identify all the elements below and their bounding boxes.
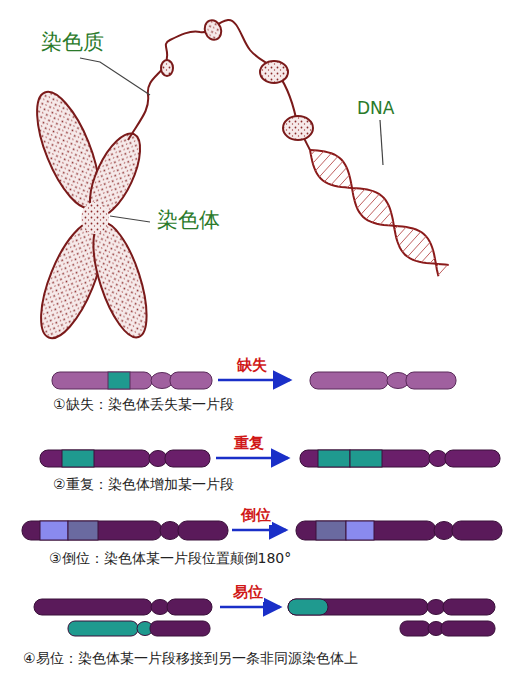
dna-rung: [373, 205, 389, 223]
dna-strand: [310, 150, 449, 265]
dna-rung: [399, 229, 414, 246]
dna-rung: [331, 168, 347, 185]
caption-text: ①缺失：染色体丢失某一片段: [52, 396, 235, 414]
dna-rung: [380, 212, 391, 224]
dna-rung: [430, 258, 435, 263]
chromosome-bar: [40, 450, 500, 467]
dna-rung: [438, 265, 447, 275]
dna-rung: [353, 188, 357, 192]
dna-rung: [355, 189, 365, 200]
caption-text: ④易位：染色体某一片段移接到另一条非同源染色体上: [22, 650, 359, 668]
process-label: 重复: [233, 434, 265, 453]
dna-rung: [319, 157, 337, 177]
process-label: 倒位: [240, 506, 272, 525]
dna-helix: [310, 150, 449, 276]
structure-label: 染色质: [40, 28, 105, 56]
structure-label: 染色体: [156, 206, 221, 234]
dna-rung: [339, 175, 349, 186]
dna-rung: [313, 151, 324, 163]
dna-rung: [414, 242, 430, 260]
caption-text: ②重复：染色体增加某一片段: [52, 476, 235, 494]
dna-strand: [310, 150, 438, 276]
dna-rung: [389, 221, 393, 226]
dna-rung: [396, 227, 406, 238]
structure-label: DNA: [356, 98, 395, 118]
dna-rung: [395, 226, 398, 229]
leader-line: [80, 58, 383, 222]
dna-rung: [403, 232, 421, 252]
dna-rung: [436, 264, 438, 267]
dna-rung: [325, 161, 343, 181]
dna-rung: [361, 194, 379, 214]
dna-rung: [357, 191, 372, 208]
dna-rung: [311, 150, 315, 155]
dna-rung: [366, 199, 384, 219]
process-label: 易位: [232, 583, 264, 602]
chromatin-fiber: [128, 18, 313, 150]
caption-text: ③倒位：染色体某一片段位置颠倒180°: [48, 550, 292, 568]
dna-rung: [315, 153, 331, 170]
process-label: 缺失: [236, 356, 268, 375]
dna-rung: [408, 236, 427, 257]
dna-rung: [347, 184, 351, 188]
dna-rung: [422, 250, 433, 263]
chromosome-bar: [34, 599, 495, 636]
